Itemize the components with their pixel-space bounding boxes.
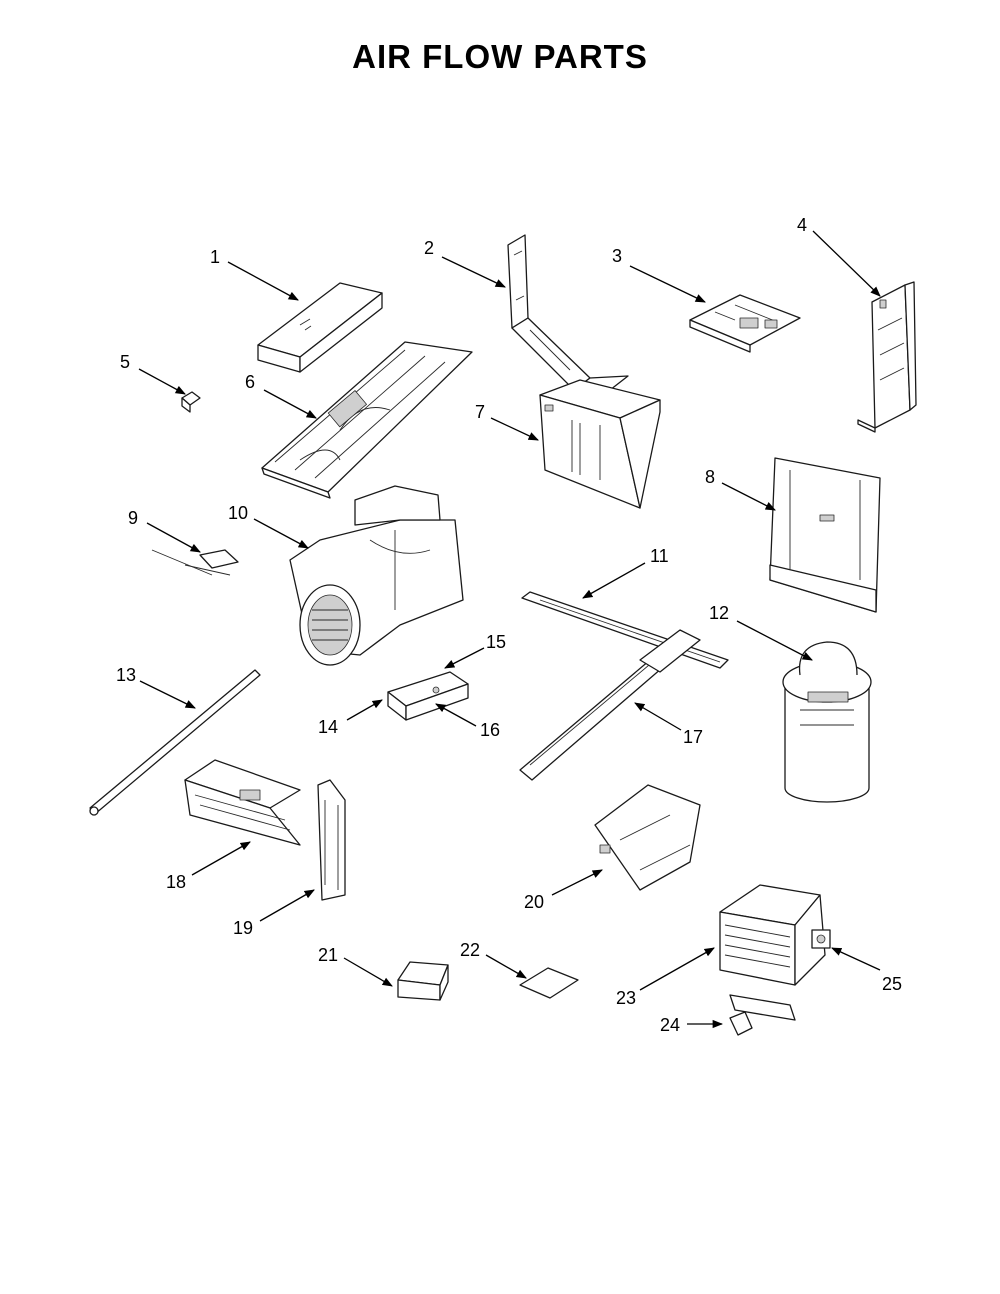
callout-23: 23 [616, 988, 636, 1008]
leader-lines [138, 230, 881, 1029]
part-22-pad [519, 967, 579, 999]
part-24-clip [729, 1011, 753, 1036]
callout-20: 20 [524, 892, 544, 912]
callout-17: 17 [683, 727, 703, 747]
part-11-upper-rail [521, 591, 729, 669]
part-18-bracket-assembly [184, 759, 301, 846]
callout-7: 7 [475, 402, 485, 422]
callout-2: 2 [424, 238, 434, 258]
callout-8: 8 [705, 467, 715, 487]
callout-24: 24 [660, 1015, 680, 1035]
callout-19: 19 [233, 918, 253, 938]
part-23-component-block [719, 884, 826, 1021]
part-19-vertical-plate [317, 779, 346, 901]
part-14-box-bracket [387, 671, 469, 721]
page-title: AIR FLOW PARTS [352, 38, 648, 75]
part-5-clip [181, 391, 201, 413]
part-12-fan-motor [782, 641, 872, 803]
callout-labels: 1 2 3 4 5 6 7 8 9 10 11 12 13 14 15 16 1… [116, 215, 902, 1035]
callout-4: 4 [797, 215, 807, 235]
part-17-lower-rail [519, 629, 701, 781]
part-3-control-board [689, 294, 801, 353]
callout-14: 14 [318, 717, 338, 737]
part-20-duct-bracket [594, 784, 701, 891]
callout-21: 21 [318, 945, 338, 965]
callout-3: 3 [612, 246, 622, 266]
part-1-vent-cover [257, 282, 383, 373]
part-21-small-box [397, 961, 449, 1001]
part-13-rod [89, 669, 261, 816]
part-6-grille-panel [261, 341, 473, 499]
part-7-frame-panel [539, 379, 661, 509]
callout-25: 25 [882, 974, 902, 994]
part-4-side-bracket [857, 281, 917, 433]
callout-22: 22 [460, 940, 480, 960]
callout-13: 13 [116, 665, 136, 685]
callout-1: 1 [210, 247, 220, 267]
callout-12: 12 [709, 603, 729, 623]
part-25-connector [811, 929, 831, 949]
part-9-terminal [151, 549, 239, 576]
callout-11: 11 [650, 546, 669, 566]
part-10-blower-assembly [289, 485, 464, 666]
part-2-bracket [507, 234, 629, 391]
callout-15: 15 [486, 632, 506, 652]
callout-6: 6 [245, 372, 255, 392]
callout-9: 9 [128, 508, 138, 528]
callout-16: 16 [480, 720, 500, 740]
part-8-panel [769, 457, 881, 613]
callout-18: 18 [166, 872, 186, 892]
callout-10: 10 [228, 503, 248, 523]
callout-5: 5 [120, 352, 130, 372]
